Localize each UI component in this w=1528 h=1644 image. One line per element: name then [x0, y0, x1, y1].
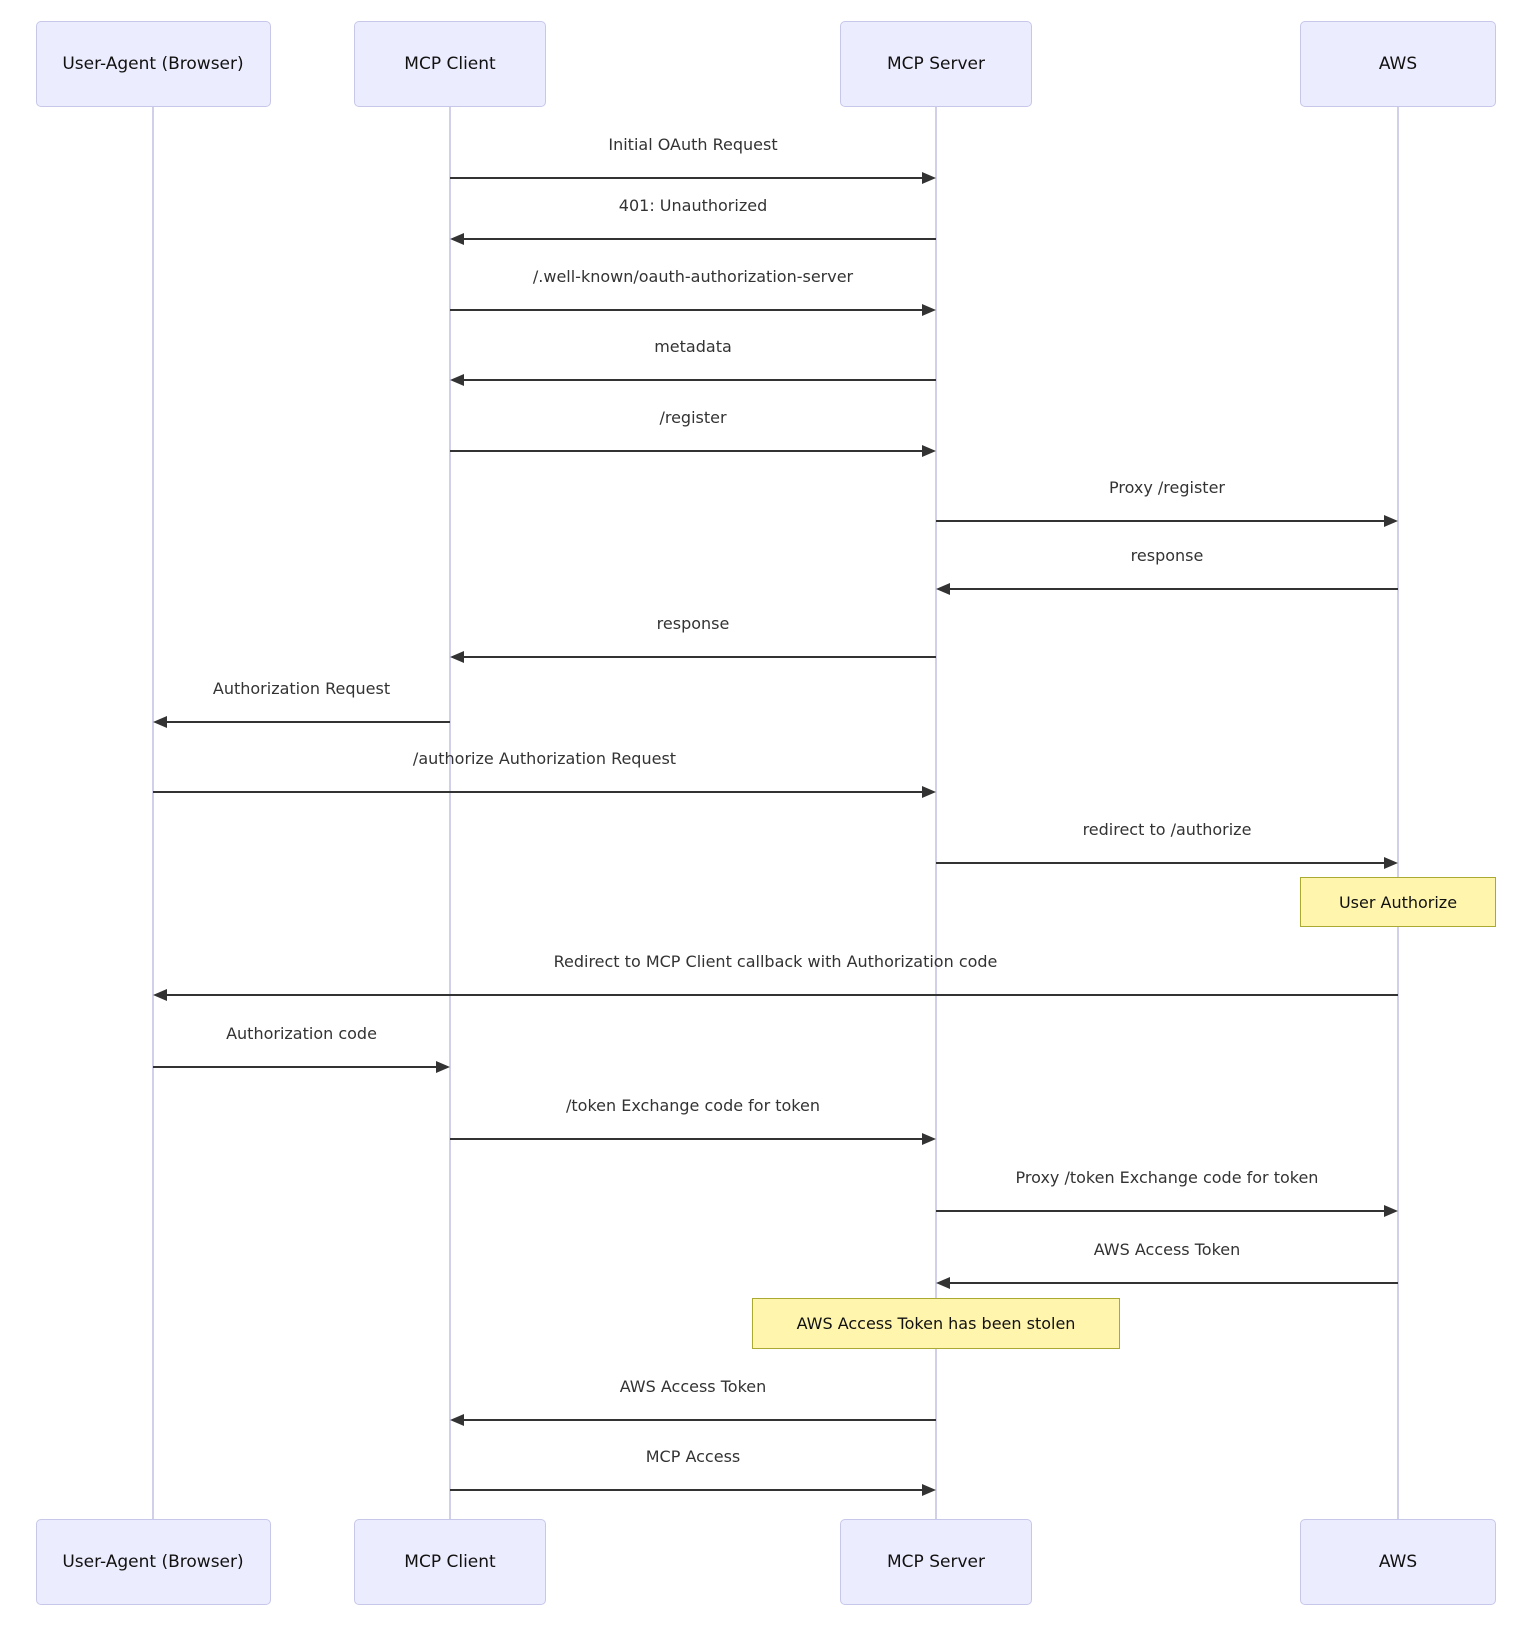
message-label: 401: Unauthorized [618, 196, 768, 215]
message-label: Proxy /token Exchange code for token [1015, 1168, 1319, 1187]
message-line [450, 450, 924, 452]
message-label: metadata [654, 337, 732, 356]
message-line [450, 1138, 924, 1140]
arrowhead-icon [922, 1133, 936, 1145]
message-line [462, 1419, 936, 1421]
arrowhead-icon [436, 1061, 450, 1073]
message-label: /.well-known/oauth-authorization-server [532, 267, 854, 286]
note-label: AWS Access Token has been stolen [796, 1314, 1076, 1333]
note-2: AWS Access Token has been stolen [752, 1298, 1120, 1349]
actor-label: User-Agent (Browser) [62, 1552, 244, 1572]
message-label: AWS Access Token [619, 1377, 767, 1396]
message-label: response [656, 614, 730, 633]
message-line [153, 1066, 438, 1068]
actor-box-mcp-client-top: MCP Client [354, 21, 546, 107]
note-label: User Authorize [1338, 892, 1458, 912]
message-line [165, 721, 450, 723]
message-label: MCP Access [645, 1447, 741, 1466]
message-line [450, 309, 924, 311]
actor-box-mcp-client-bottom: MCP Client [354, 1519, 546, 1605]
message-line [936, 862, 1386, 864]
actor-label: User-Agent (Browser) [62, 54, 244, 74]
actor-box-user-agent-bottom: User-Agent (Browser) [35, 1519, 271, 1605]
actor-label: AWS [1378, 1552, 1418, 1572]
message-line [450, 177, 924, 179]
arrowhead-icon [450, 374, 464, 386]
message-label: Authorization code [226, 1024, 377, 1043]
message-line [450, 1489, 924, 1491]
arrowhead-icon [922, 786, 936, 798]
note-1: User Authorize [1300, 877, 1496, 927]
actor-box-aws-bottom: AWS [1300, 1519, 1496, 1605]
actor-box-user-agent-top: User-Agent (Browser) [35, 21, 271, 107]
actor-box-aws-top: AWS [1300, 21, 1496, 107]
message-label: /register [659, 408, 727, 427]
message-line [462, 379, 936, 381]
message-label: Redirect to MCP Client callback with Aut… [553, 952, 998, 971]
actor-label: MCP Client [404, 1552, 496, 1572]
actor-box-mcp-server-top: MCP Server [840, 21, 1032, 107]
message-line [948, 1282, 1398, 1284]
message-line [462, 656, 936, 658]
message-line [936, 1210, 1386, 1212]
message-label: /token Exchange code for token [566, 1096, 820, 1115]
message-label: /authorize Authorization Request [412, 749, 677, 768]
message-line [165, 994, 1398, 996]
lifeline-mcp-client [449, 107, 451, 1519]
lifeline-user-agent [152, 107, 154, 1519]
arrowhead-icon [450, 651, 464, 663]
lifeline-aws [1397, 107, 1399, 1519]
message-line [462, 238, 936, 240]
arrowhead-icon [153, 989, 167, 1001]
arrowhead-icon [922, 304, 936, 316]
message-label: Proxy /register [1108, 478, 1225, 497]
message-label: response [1130, 546, 1204, 565]
actor-label: AWS [1378, 54, 1418, 74]
message-line [948, 588, 1398, 590]
arrowhead-icon [936, 583, 950, 595]
arrowhead-icon [450, 1414, 464, 1426]
actor-label: MCP Server [887, 54, 985, 74]
message-line [153, 791, 924, 793]
message-label: Initial OAuth Request [608, 135, 778, 154]
arrowhead-icon [1384, 857, 1398, 869]
arrowhead-icon [922, 445, 936, 457]
arrowhead-icon [153, 716, 167, 728]
arrowhead-icon [450, 233, 464, 245]
message-label: AWS Access Token [1093, 1240, 1241, 1259]
actor-label: MCP Server [887, 1552, 985, 1572]
arrowhead-icon [936, 1277, 950, 1289]
arrowhead-icon [1384, 1205, 1398, 1217]
actor-label: MCP Client [404, 54, 496, 74]
lifeline-mcp-server [935, 107, 937, 1519]
actor-box-mcp-server-bottom: MCP Server [840, 1519, 1032, 1605]
arrowhead-icon [1384, 515, 1398, 527]
arrowhead-icon [922, 1484, 936, 1496]
message-label: Authorization Request [212, 679, 391, 698]
message-line [936, 520, 1386, 522]
message-label: redirect to /authorize [1082, 820, 1252, 839]
arrowhead-icon [922, 172, 936, 184]
